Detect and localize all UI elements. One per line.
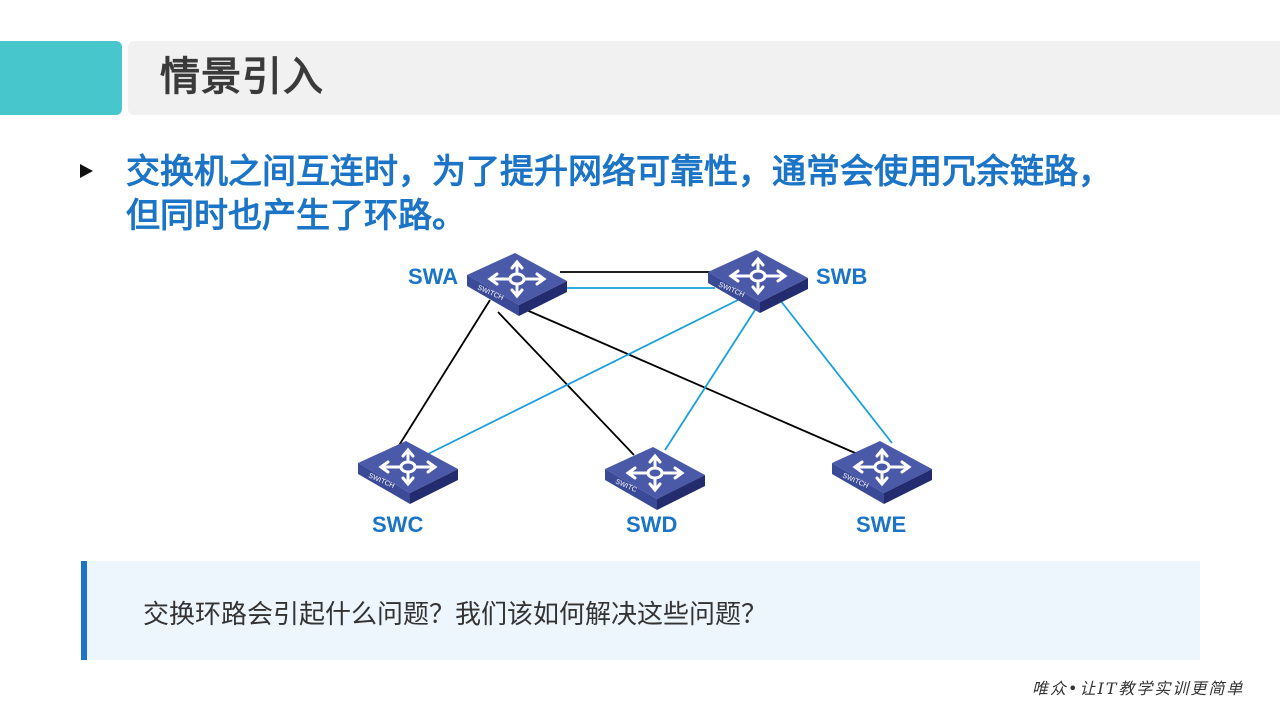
footer-slogan: 唯众•让IT教学实训更简单 <box>1032 679 1245 698</box>
question-callout: 交换环路会引起什么问题？我们该如何解决这些问题？ <box>81 561 1200 660</box>
switch-icon-swc: SWITCH <box>358 441 458 504</box>
node-label-swd: SWD <box>626 512 678 537</box>
bullet-triangle-icon <box>80 164 93 178</box>
link-swb-swd <box>664 309 756 451</box>
page-title: 情景引入 <box>160 54 324 100</box>
node-label-swb: SWB <box>816 264 868 289</box>
title-bar <box>128 41 1280 115</box>
link-swa-swc <box>397 299 491 448</box>
node-label-swe: SWE <box>856 512 907 537</box>
lead-line-1: 交换机之间互连时，为了提升网络可靠性，通常会使用冗余链路， <box>126 152 1112 192</box>
title-accent-block <box>0 41 122 115</box>
link-swa-swe <box>514 304 863 457</box>
switch-icon-swb: SWITCH <box>708 250 808 313</box>
node-label-swc: SWC <box>372 512 424 537</box>
switch-icon-swa: SWITCH <box>467 253 567 316</box>
question-text: 交换环路会引起什么问题？我们该如何解决这些问题？ <box>143 600 768 630</box>
link-swb-swe <box>779 299 893 444</box>
lead-text: 交换机之间互连时，为了提升网络可靠性，通常会使用冗余链路， 但同时也产生了环路。 <box>126 150 1226 238</box>
switch-icon-swe: SWITCH <box>832 441 932 504</box>
switch-icon-swd: SWITC <box>605 447 705 510</box>
lead-line-2: 但同时也产生了环路。 <box>126 196 466 236</box>
link-swb-swc <box>423 299 739 457</box>
node-label-swa: SWA <box>408 264 459 289</box>
link-swa-swd <box>497 311 635 456</box>
